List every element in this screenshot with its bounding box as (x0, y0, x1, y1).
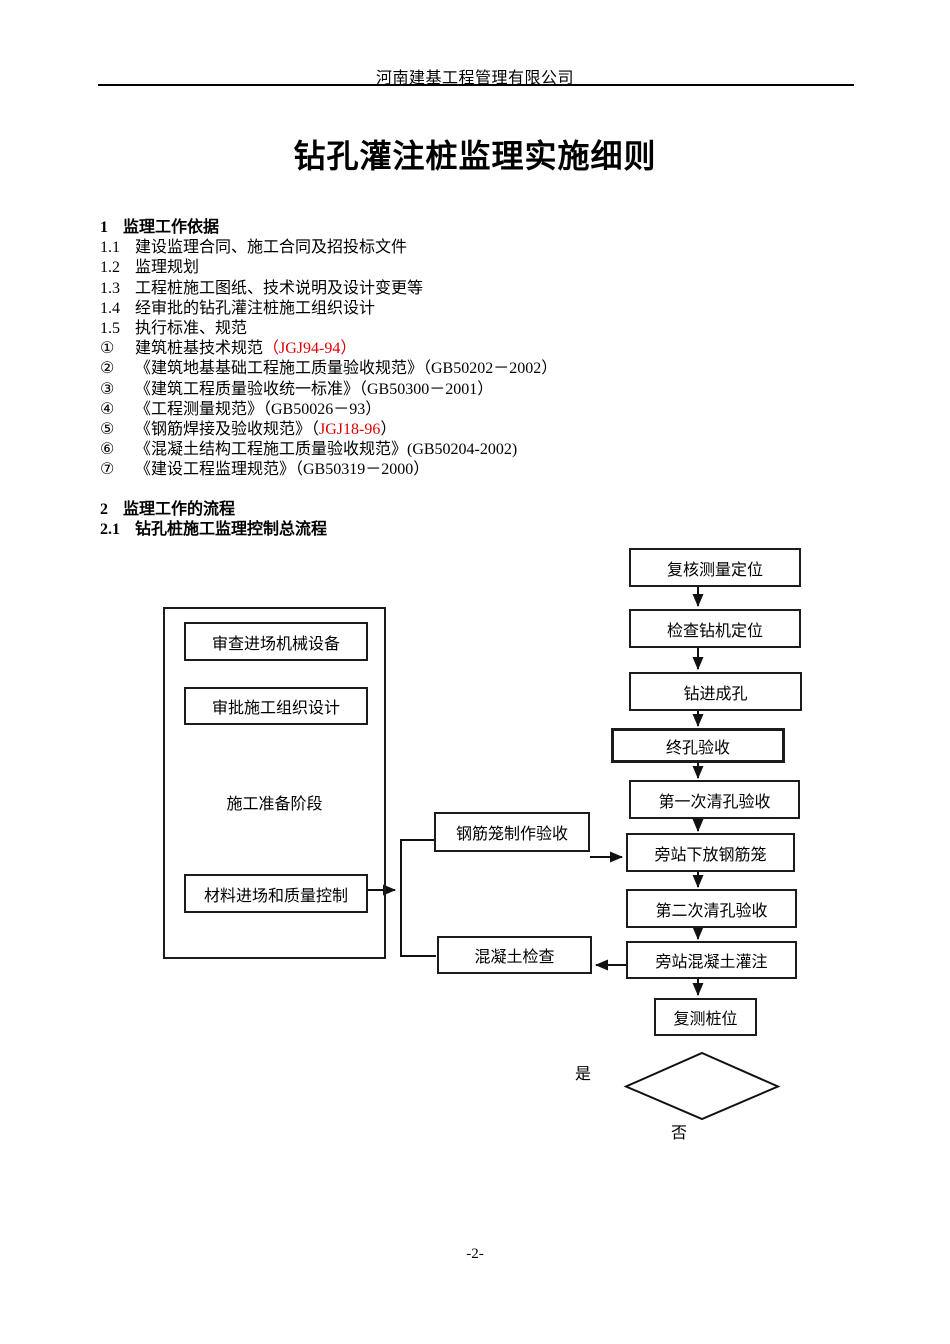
flow-node-final-hole: 终孔验收 (611, 728, 785, 763)
standard-text: 《工程测量规范》（GB50026－93） (135, 400, 382, 418)
standard-text: 《混凝土结构工程施工质量验收规范》(GB50204-2002) (135, 441, 518, 459)
flow-node-check-rig: 检查钻机定位 (629, 609, 801, 648)
section-heading-text: 监理工作依据 (123, 219, 220, 236)
circled-number: ⑥ (100, 441, 115, 459)
header-rule (98, 84, 854, 86)
item-text: 监理规划 (135, 259, 200, 277)
flow-node-drilling: 钻进成孔 (629, 672, 802, 711)
standard-item: ⑤ 《钢筋焊接及验收规范》（JGJ18-96） (100, 420, 557, 440)
standard-text: 建筑桩基技术规范 (135, 340, 264, 358)
circled-number: ③ (100, 380, 115, 398)
section-1: 1 监理工作依据 1.1 建设监理合同、施工合同及招投标文件 1.2 监理规划 … (100, 218, 557, 480)
item-number: 1.5 (100, 319, 120, 337)
section-heading-text: 钻孔桩施工监理控制总流程 (135, 521, 328, 539)
standard-code-red: JGJ18-96 (319, 420, 381, 438)
item-number: 1.1 (100, 239, 120, 257)
item-number: 1.4 (100, 299, 120, 317)
standard-text-post: ） (380, 420, 397, 438)
standard-item: ③ 《建筑工程质量验收统一标准》（GB50300－2001） (100, 380, 557, 400)
item-number: 1.3 (100, 279, 120, 297)
standard-text: 《建设工程监理规范》（GB50319－2000） (135, 461, 430, 479)
list-item: 1.2 监理规划 (100, 258, 557, 278)
decision-label-yes: 是 (575, 1066, 592, 1083)
flow-node-recheck-pile: 复测桩位 (654, 998, 757, 1036)
circled-number: ⑦ (100, 461, 115, 479)
header-company-name: 河南建基工程管理有限公司 (375, 70, 574, 87)
flow-node-second-cleaning: 第二次清孔验收 (626, 889, 797, 928)
standard-item: ② 《建筑地基基础工程施工质量验收规范》（GB50202－2002） (100, 359, 557, 379)
section-heading-text: 监理工作的流程 (123, 501, 236, 518)
circled-number: ⑤ (100, 420, 115, 438)
standard-item: ④ 《工程测量规范》（GB50026－93） (100, 400, 557, 420)
standard-item: ① 建筑桩基技术规范（JGJ94-94） (100, 339, 557, 359)
item-text: 经审批的钻孔灌注桩施工组织设计 (135, 299, 376, 317)
standard-text: 《建筑地基基础工程施工质量验收规范》（GB50202－2002） (135, 360, 558, 378)
decision-label-no: 否 (671, 1125, 688, 1142)
document-title: 钻孔灌注桩监理实施细则 (293, 137, 657, 175)
flow-node-recheck-survey: 复核测量定位 (629, 548, 801, 587)
flow-node-concrete-check: 混凝土检查 (437, 936, 592, 974)
section-number: 2 (100, 501, 108, 518)
flow-label-preparation-stage: 施工准备阶段 (226, 796, 323, 813)
standard-text: 《建筑工程质量验收统一标准》（GB50300－2001） (135, 380, 494, 398)
flow-node-first-cleaning: 第一次清孔验收 (629, 780, 800, 819)
circled-number: ① (100, 340, 115, 358)
circled-number: ④ (100, 400, 115, 418)
flow-node-cage-fabrication: 钢筋笼制作验收 (434, 812, 590, 852)
section-2: 2 监理工作的流程 2.1 钻孔桩施工监理控制总流程 (100, 500, 327, 540)
page-number: -2- (466, 1246, 484, 1262)
item-text: 建设监理合同、施工合同及招投标文件 (135, 239, 408, 257)
list-item: 1.5 执行标准、规范 (100, 319, 557, 339)
flow-node-concrete-pouring: 旁站混凝土灌注 (626, 941, 797, 979)
circled-number: ② (100, 360, 115, 378)
item-text: 执行标准、规范 (135, 319, 248, 337)
flow-node-approve-org-design: 审批施工组织设计 (184, 687, 368, 725)
list-item: 1.3 工程桩施工图纸、技术说明及设计变更等 (100, 279, 557, 299)
section-2-heading: 2 监理工作的流程 (100, 500, 327, 520)
standard-item: ⑥ 《混凝土结构工程施工质量验收规范》(GB50204-2002) (100, 440, 557, 460)
flow-node-cage-lowering: 旁站下放钢筋笼 (626, 833, 795, 872)
list-item: 1.1 建设监理合同、施工合同及招投标文件 (100, 238, 557, 258)
flow-node-material-quality: 材料进场和质量控制 (184, 874, 368, 913)
section-number: 1 (100, 219, 108, 236)
decision-diamond (623, 1051, 781, 1121)
list-item: 1.4 经审批的钻孔灌注桩施工组织设计 (100, 299, 557, 319)
standard-text: 《钢筋焊接及验收规范》（ (135, 420, 320, 438)
flow-node-review-equipment: 审查进场机械设备 (184, 622, 368, 661)
section-2-1-heading: 2.1 钻孔桩施工监理控制总流程 (100, 520, 327, 540)
section-number: 2.1 (100, 521, 120, 539)
standard-item: ⑦ 《建设工程监理规范》（GB50319－2000） (100, 460, 557, 480)
standard-code-red: （JGJ94-94） (263, 340, 357, 358)
item-number: 1.2 (100, 259, 120, 277)
item-text: 工程桩施工图纸、技术说明及设计变更等 (135, 279, 424, 297)
flow-panel-preparation-stage (163, 607, 386, 959)
section-1-heading: 1 监理工作依据 (100, 218, 557, 238)
